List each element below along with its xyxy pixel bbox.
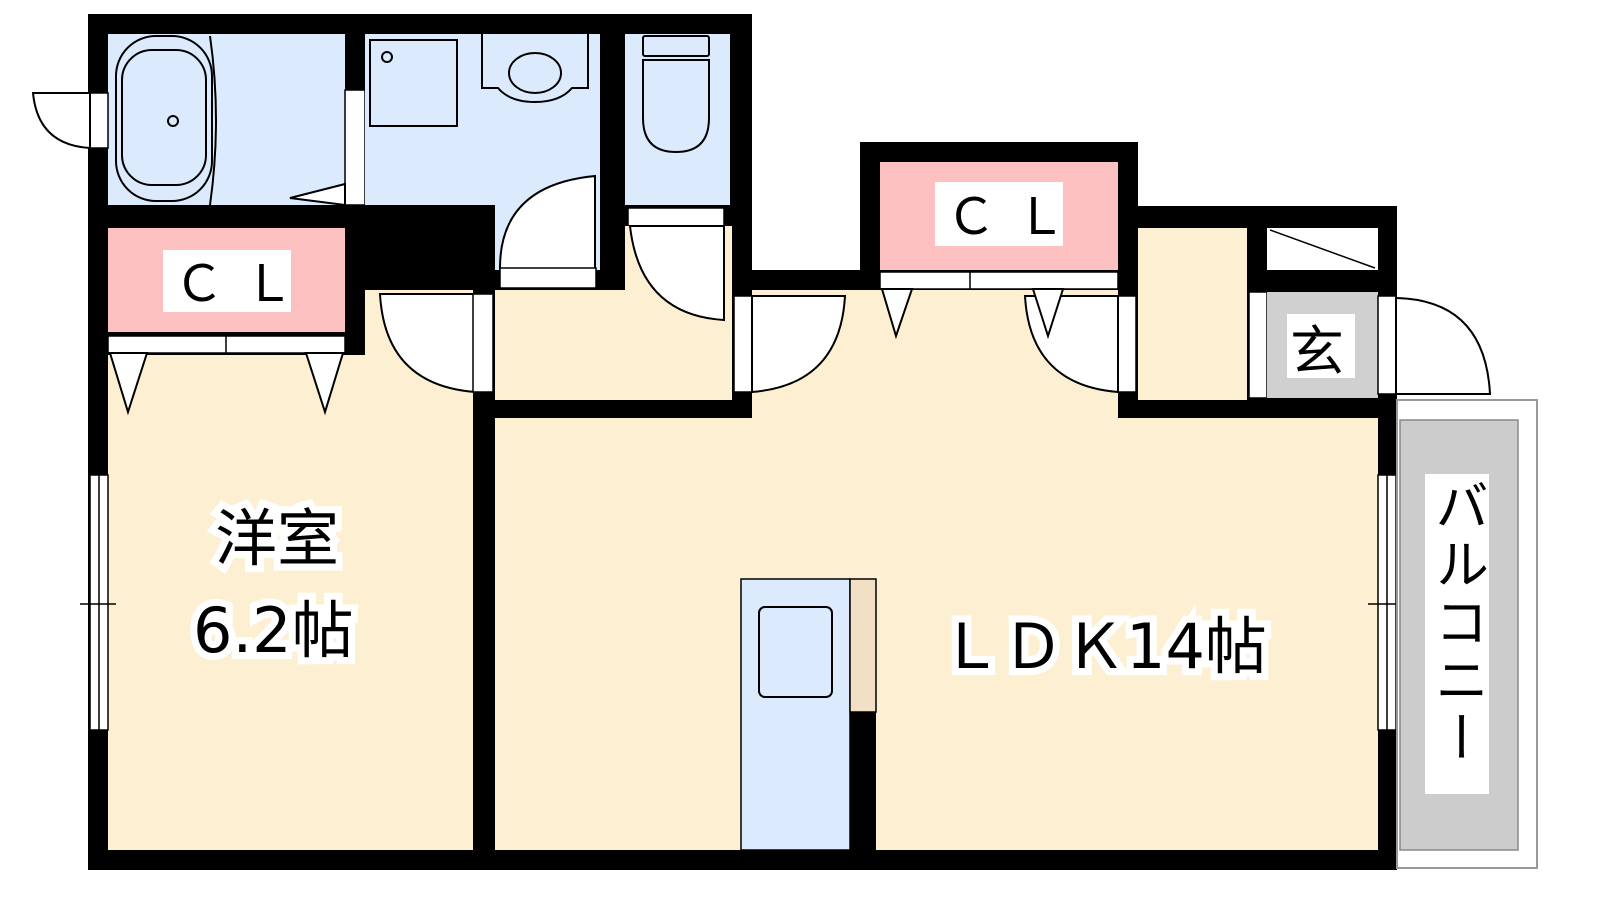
front-door-frame: [1377, 295, 1397, 395]
drain-icon: [167, 115, 179, 127]
basin-icon: [508, 52, 562, 94]
bathtub-icon: [115, 35, 213, 202]
genkan-label: 玄: [1290, 320, 1344, 383]
kitchen-wall: [850, 712, 876, 850]
entrance-step: [1248, 291, 1268, 399]
ldk-door-frame: [733, 295, 753, 393]
entrance-door-frame: [1117, 295, 1137, 393]
bath-window: [89, 92, 109, 149]
closet-fold-door: [304, 352, 345, 416]
front-door: [1395, 296, 1492, 395]
kitchen-side-counter: [849, 578, 877, 713]
ldk-room: [495, 290, 1378, 850]
bath-window-swing: [31, 92, 91, 150]
toilet-tank-icon: [642, 35, 710, 57]
sink-icon: [481, 34, 589, 104]
kitchen-sink-icon: [758, 606, 833, 698]
toilet-icon: [642, 59, 710, 154]
closet-right-label-bg: [935, 182, 1063, 246]
kitchen-counter: [740, 578, 851, 851]
closet-left-label: ＣＬ: [174, 255, 314, 313]
western-room-door: [378, 293, 476, 394]
ldk-label: ＬＤＫ14帖: [940, 610, 1267, 683]
closet-fold-door: [880, 288, 914, 340]
toilet-door: [628, 225, 725, 322]
bath-door: [344, 89, 366, 206]
western-room-size: 6.2帖: [193, 594, 354, 667]
closet-fold-door: [108, 352, 149, 416]
ldk-door: [751, 295, 847, 394]
closet-right-door: [879, 271, 1119, 290]
washing-machine-icon: [369, 39, 458, 127]
washer-drain-icon: [381, 51, 393, 63]
washroom-door: [499, 174, 596, 271]
closet-fold-door: [1031, 288, 1065, 340]
entrance-hall: [1138, 228, 1247, 400]
genkan-label-bg: [1287, 314, 1355, 378]
washroom-door-frame: [499, 267, 597, 289]
toilet-door-frame: [627, 207, 725, 227]
balcony-label-bg: [1425, 474, 1489, 794]
western-door-frame: [472, 293, 494, 393]
bathroom: [108, 34, 345, 205]
closet-right-label: ＣＬ: [946, 188, 1086, 246]
bath-door-swing: [289, 182, 346, 207]
western-room-label: 洋室: [215, 502, 339, 575]
bath-edge: [209, 35, 217, 206]
closet-left-label-bg: [163, 250, 291, 312]
western-room: [108, 290, 473, 850]
bathtub-inner: [121, 49, 207, 186]
balcony-label: バルコニー: [1426, 478, 1489, 768]
